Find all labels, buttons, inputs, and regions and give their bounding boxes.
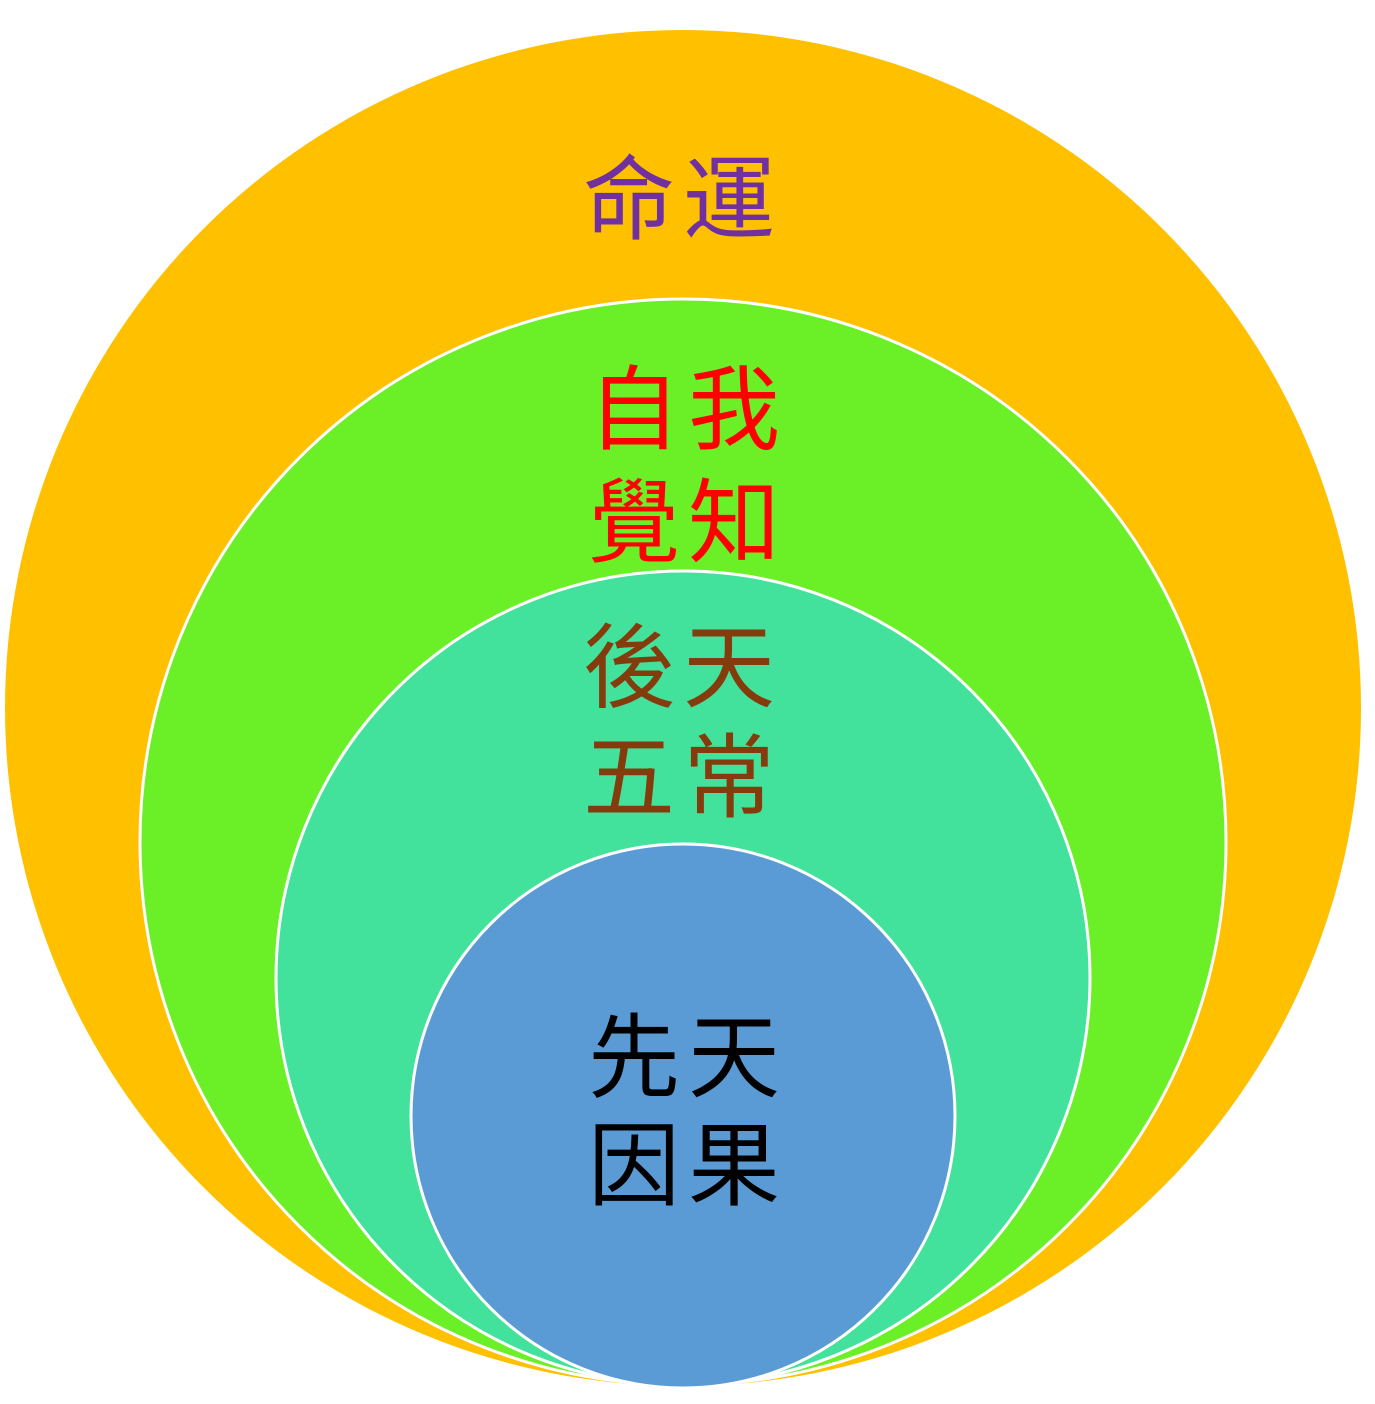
label-second-line-2: 覺知 <box>588 470 788 577</box>
circle-inner <box>409 842 957 1390</box>
label-third-line-1: 後天 <box>583 615 783 722</box>
label-outer-line-1: 命運 <box>583 147 783 254</box>
label-third-line-2: 五常 <box>583 725 783 832</box>
label-second-line-1: 自我 <box>588 357 788 464</box>
label-inner-line-2: 因果 <box>588 1113 788 1220</box>
label-inner-line-1: 先天 <box>588 1005 788 1112</box>
